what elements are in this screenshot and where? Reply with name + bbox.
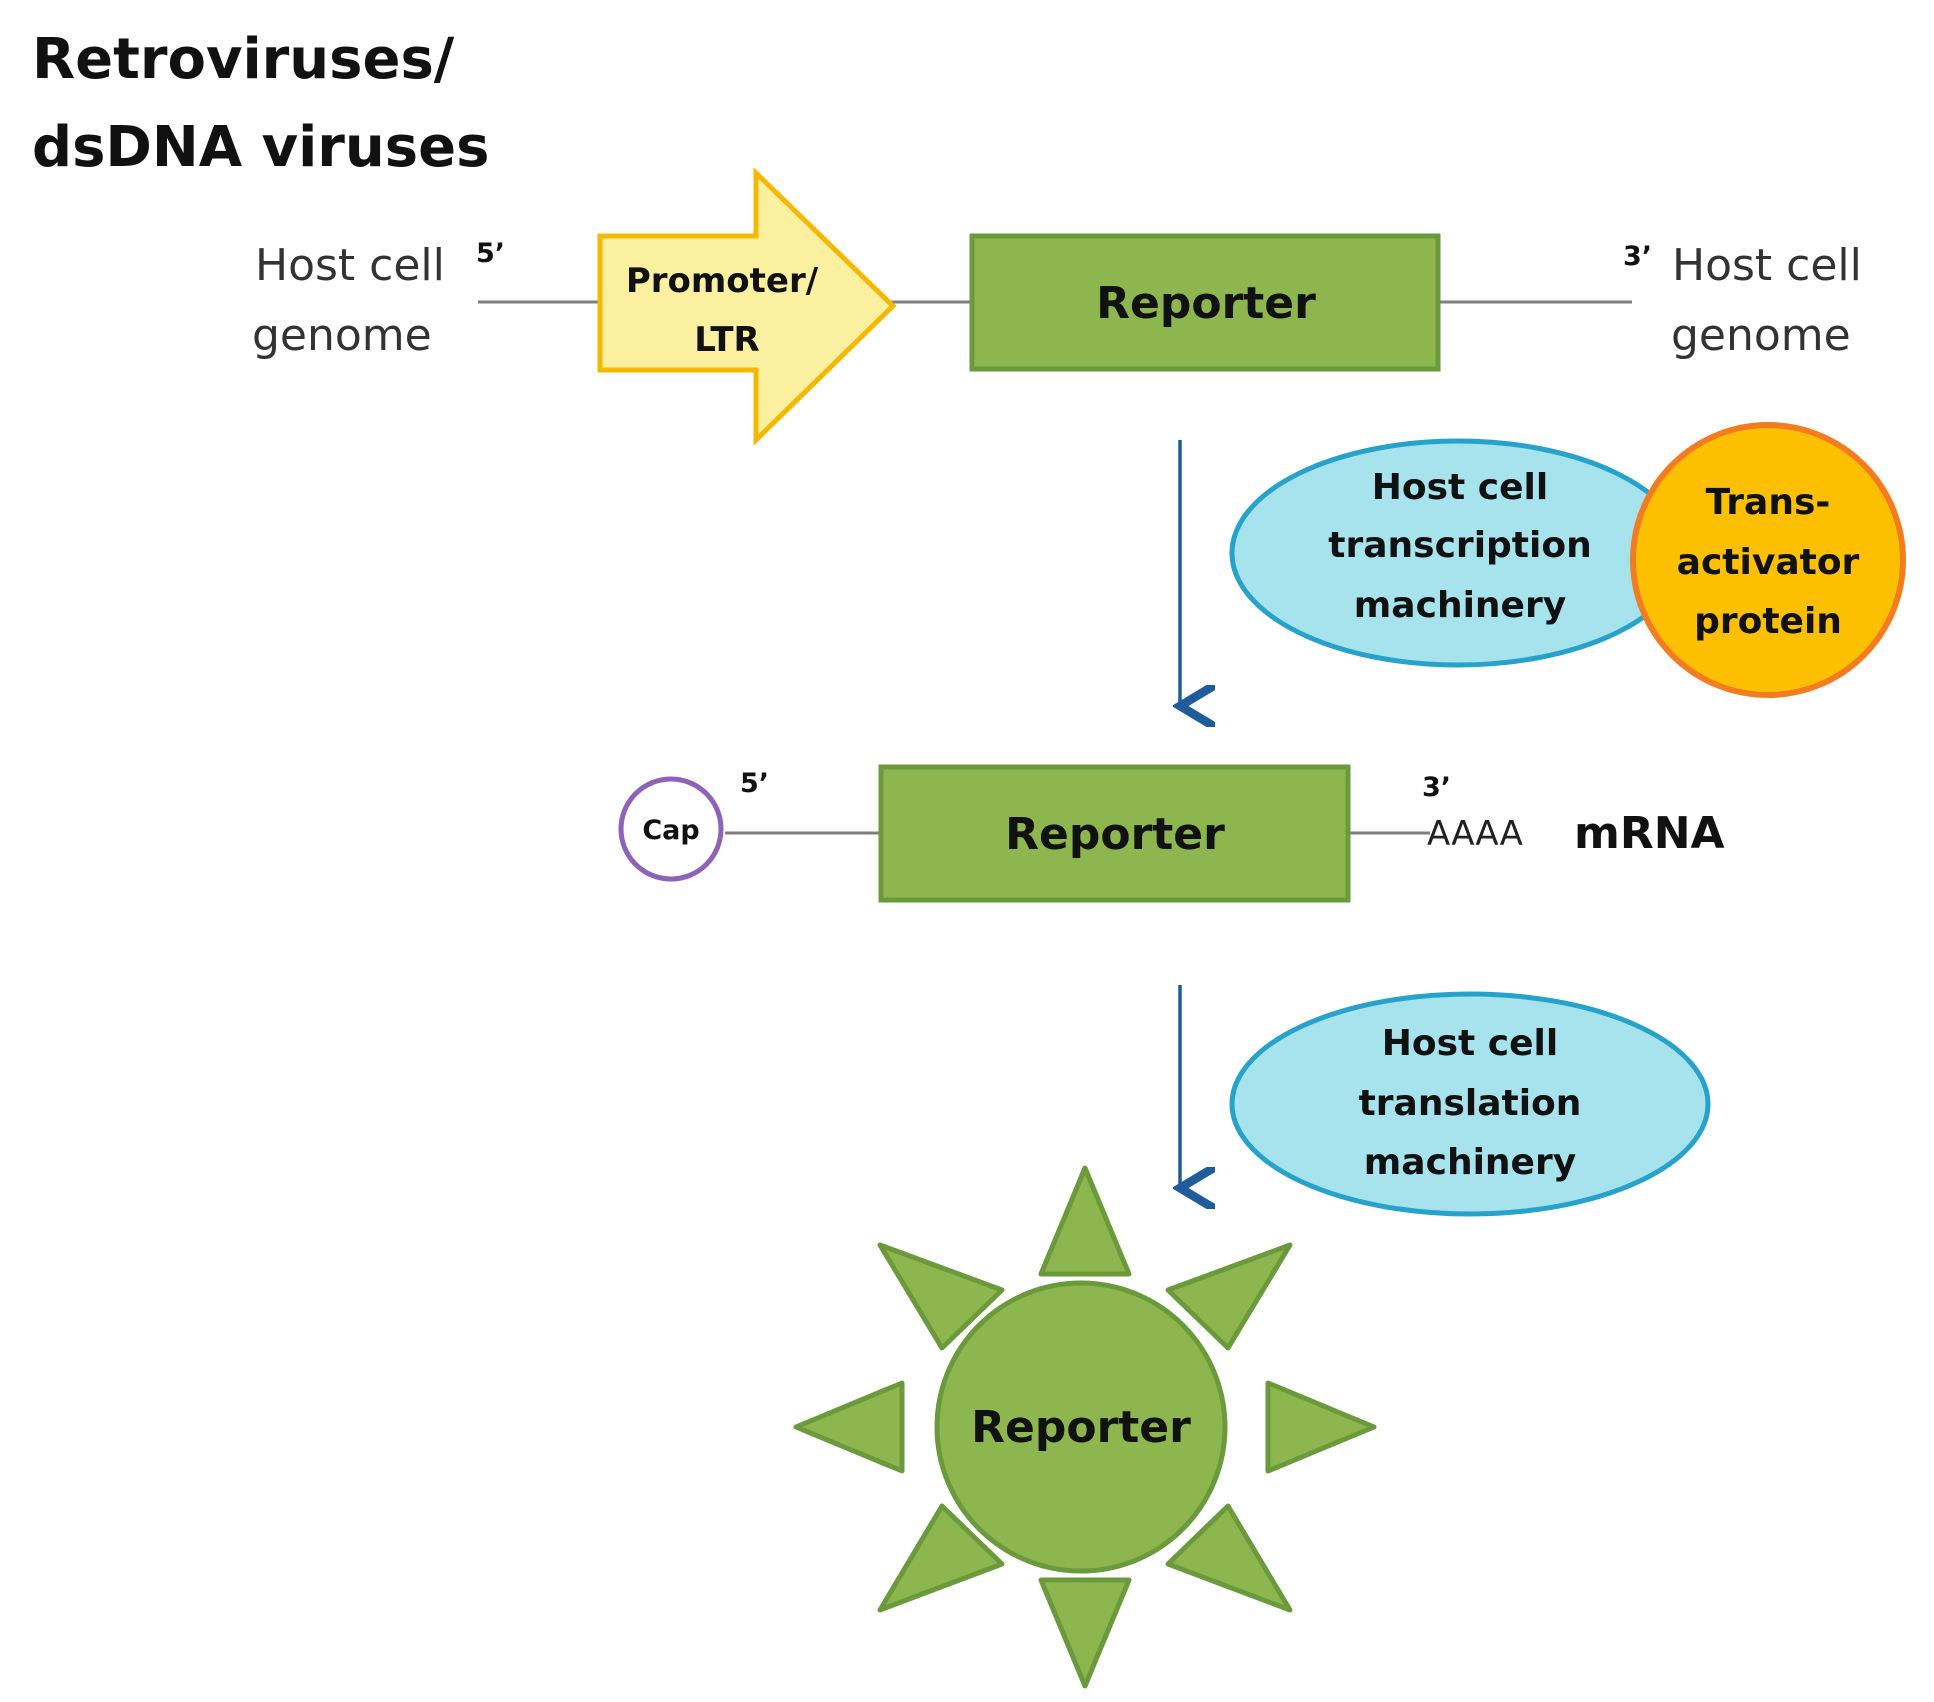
transcription-complex: Host cell transcription machinery Trans-… xyxy=(1229,422,1906,698)
reporter-protein-circle xyxy=(934,1280,1228,1574)
cap-label: Cap xyxy=(642,815,699,846)
mrna-five-prime-label: 5’ xyxy=(740,768,769,799)
reporter-ray-upper-left xyxy=(877,1242,1005,1351)
dna-construct: Host cell genome 5’ Promoter/ LTR Report… xyxy=(252,167,1862,446)
transactivator-label-line-1: Trans- xyxy=(1706,482,1831,523)
poly-a-tail: AAAA xyxy=(1427,814,1523,854)
reporter-protein: Reporter xyxy=(793,1165,1377,1689)
title-line-1: Retroviruses/ xyxy=(32,27,455,92)
dna-reporter-box xyxy=(969,233,1441,372)
genome-left-line-1: Host cell xyxy=(255,240,445,291)
transactivator-label-line-2: activator xyxy=(1677,542,1860,583)
dna-three-prime-label: 3’ xyxy=(1623,241,1652,272)
transactivator-label-line-3: protein xyxy=(1694,601,1842,642)
title-line-2: dsDNA viruses xyxy=(32,115,489,180)
translation-label-line-2: translation xyxy=(1359,1083,1582,1124)
reporter-protein-label: Reporter xyxy=(971,1402,1191,1453)
transactivator-circle xyxy=(1630,422,1906,698)
mrna-label: mRNA xyxy=(1574,808,1725,859)
translation-label-line-1: Host cell xyxy=(1382,1023,1558,1064)
reporter-ray-bottom xyxy=(1038,1577,1132,1689)
mrna-three-prime-label: 3’ xyxy=(1422,772,1451,803)
transcription-label-line-2: transcription xyxy=(1328,525,1591,566)
reporter-ray-upper-right xyxy=(1165,1242,1293,1351)
reporter-ray-right xyxy=(1265,1380,1377,1474)
dna-reporter-label: Reporter xyxy=(1096,278,1316,329)
mrna-construct: Cap 5’ Reporter 3’ AAAA mRNA xyxy=(618,764,1725,903)
reporter-ray-top xyxy=(1038,1165,1132,1277)
reporter-ray-left xyxy=(793,1380,905,1474)
promoter-arrow xyxy=(597,167,897,446)
translation-label-line-3: machinery xyxy=(1364,1142,1576,1183)
dna-five-prime-label: 5’ xyxy=(476,238,505,269)
reporter-ray-lower-right xyxy=(1165,1503,1293,1613)
promoter-label-line-1: Promoter/ xyxy=(626,261,819,301)
genome-left-line-2: genome xyxy=(252,310,432,361)
cap-circle xyxy=(618,776,724,882)
transcription-label-line-1: Host cell xyxy=(1372,467,1548,508)
genome-right-line-2: genome xyxy=(1671,310,1851,361)
transcription-label-line-3: machinery xyxy=(1354,585,1566,626)
mrna-reporter-box xyxy=(878,764,1351,903)
promoter-label-line-2: LTR xyxy=(694,320,759,360)
reporter-ray-lower-left xyxy=(877,1503,1005,1613)
translation-complex: Host cell translation machinery xyxy=(1229,991,1711,1217)
genome-right-line-1: Host cell xyxy=(1672,240,1862,291)
mrna-reporter-label: Reporter xyxy=(1005,809,1225,860)
translation-machinery-ellipse xyxy=(1229,991,1711,1217)
